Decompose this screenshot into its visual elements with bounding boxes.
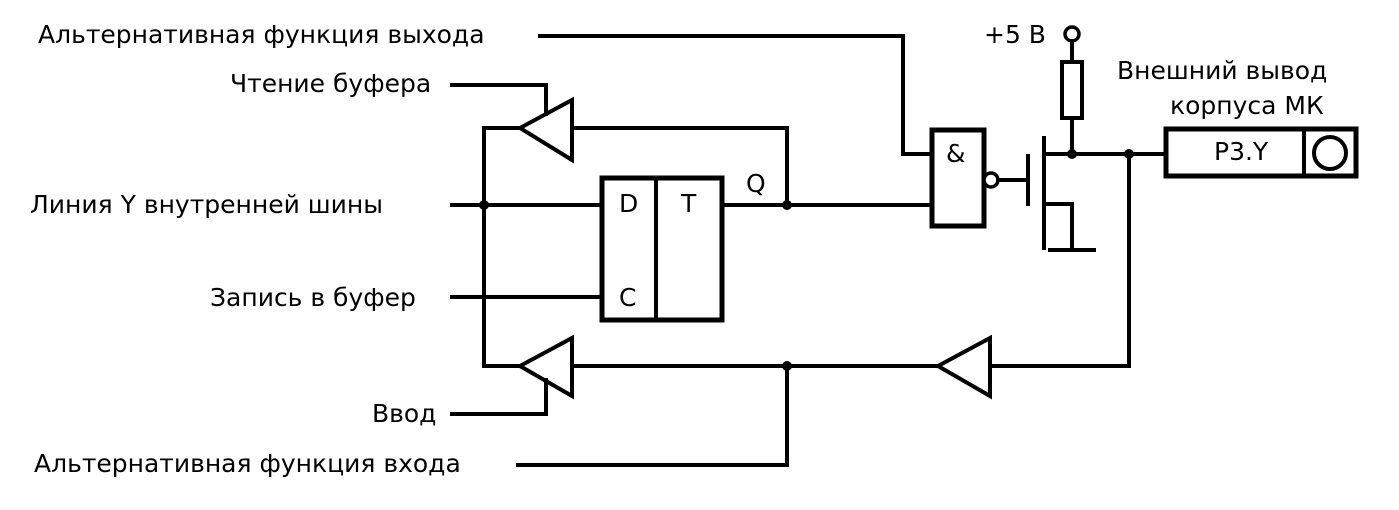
and-gate — [929, 127, 987, 229]
label-write-buffer: Запись в буфер — [210, 283, 416, 312]
label-ext-pin-line1: Внешний вывод — [1117, 56, 1327, 85]
input-schmitt-buffer — [933, 334, 992, 400]
fet-source-wire — [1042, 202, 1074, 250]
label-alt-input: Альтернативная функция входа — [34, 449, 461, 478]
label-read-buffer: Чтение буфера — [230, 69, 431, 98]
latch-c-label: C — [619, 283, 636, 312]
supply-terminal — [1063, 25, 1081, 43]
latch-t-label: T — [680, 189, 697, 218]
pullup-resistor — [1060, 60, 1084, 120]
and-gate-inversion — [982, 171, 1000, 189]
latch-q-label: Q — [746, 169, 766, 198]
input-enable-wire — [450, 378, 548, 416]
label-input: Ввод — [372, 399, 436, 428]
junction-q — [782, 200, 792, 210]
fet-drain-wire — [1042, 118, 1074, 156]
and-gate-label: & — [946, 139, 966, 168]
label-supply: +5 В — [984, 20, 1046, 49]
label-bus-line: Линия Y внутренней шины — [30, 190, 383, 219]
pin-input-wire — [988, 152, 1131, 368]
latch-box — [599, 175, 725, 323]
pin-pad-icon — [1312, 135, 1348, 171]
alt-input-wire — [516, 364, 789, 467]
label-ext-pin-line2: корпуса МК — [1170, 91, 1324, 120]
label-alt-output: Альтернативная функция выхода — [38, 20, 485, 49]
read-buffer-input-wire — [570, 126, 789, 207]
alt-output-wire — [538, 34, 934, 156]
pin-name-label: P3.Y — [1214, 137, 1269, 166]
read-buffer-enable-wire — [450, 83, 548, 116]
latch-d-label: D — [619, 189, 638, 218]
